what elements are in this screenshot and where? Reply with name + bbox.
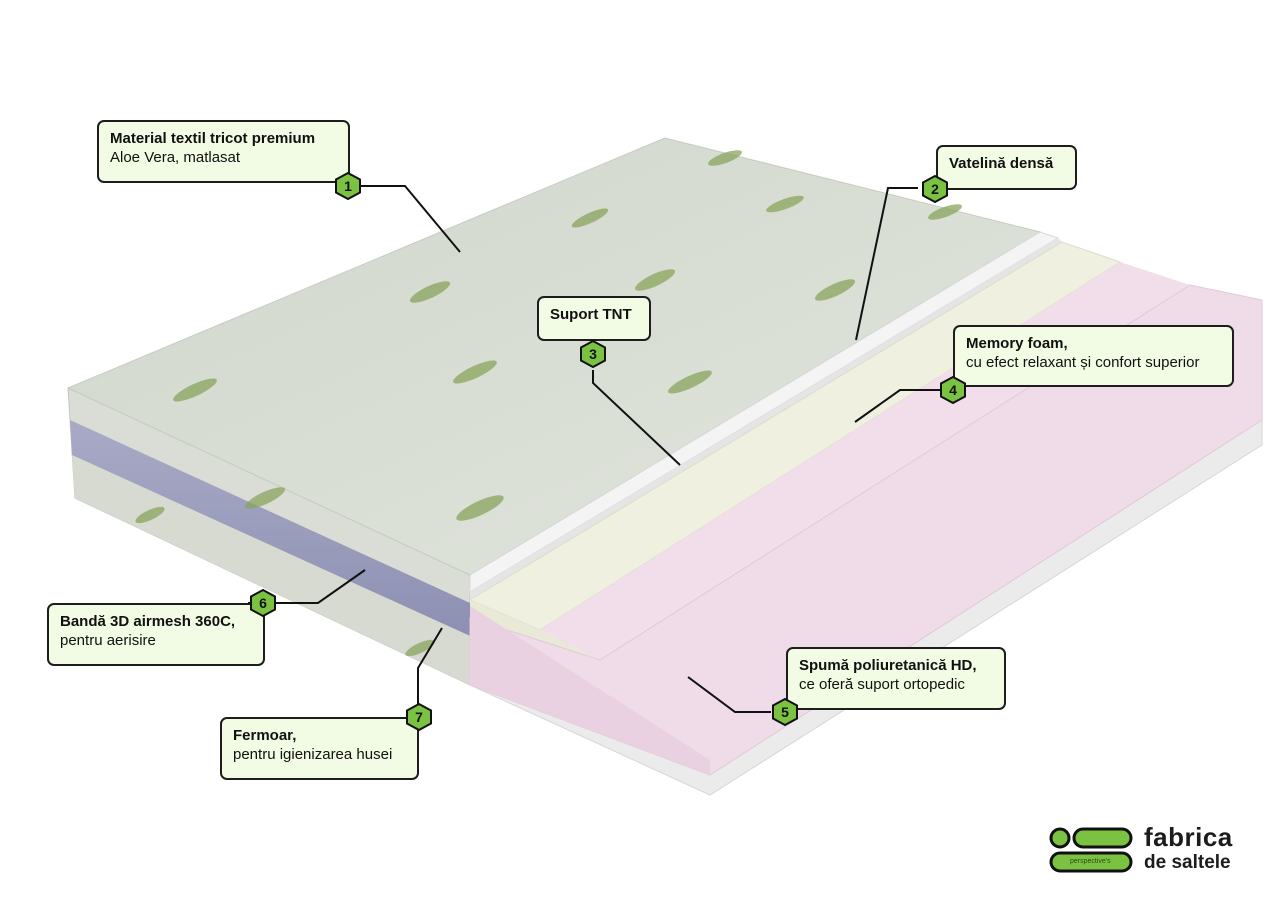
logo-text-de-saltele: de saltele bbox=[1144, 852, 1231, 873]
callout-subtitle: pentru igienizarea husei bbox=[233, 746, 393, 763]
callout-title: Memory foam, bbox=[966, 335, 1068, 352]
number-badge-5: 5 bbox=[771, 698, 799, 726]
callout-subtitle: ce oferă suport ortopedic bbox=[799, 676, 965, 693]
number-badge-7: 7 bbox=[405, 703, 433, 731]
callout-memory-foam: Memory foam, cu efect relaxant și confor… bbox=[953, 325, 1234, 387]
callout-title: Bandă 3D airmesh 360C, bbox=[60, 613, 236, 630]
number-badge-6: 6 bbox=[249, 589, 277, 617]
hd-foam-side bbox=[470, 606, 710, 775]
callout-cover-fabric: Material textil tricot premium Aloe Vera… bbox=[97, 120, 350, 183]
batting-strip bbox=[470, 238, 1062, 600]
logo-tagline: perspective's bbox=[1070, 858, 1111, 865]
callout-tnt-support: Suport TNT bbox=[537, 296, 651, 341]
callout-title: Fermoar, bbox=[233, 727, 297, 744]
callout-zipper: Fermoar, pentru igienizarea husei bbox=[220, 717, 419, 780]
airmesh-band bbox=[70, 420, 470, 636]
logo-text-fabrica: fabrica bbox=[1144, 822, 1233, 852]
number-badge-3: 3 bbox=[579, 340, 607, 368]
callout-subtitle: cu efect relaxant și confort superior bbox=[966, 354, 1200, 371]
callout-airmesh: Bandă 3D airmesh 360C, pentru aerisire bbox=[47, 603, 265, 666]
memory-foam-front bbox=[470, 600, 600, 660]
callout-subtitle: pentru aerisire bbox=[60, 632, 156, 649]
callout-hd-foam: Spumă poliuretanică HD, ce oferă suport … bbox=[786, 647, 1006, 710]
number-badge-1: 1 bbox=[334, 172, 362, 200]
callout-title: Spumă poliuretanică HD, bbox=[799, 657, 977, 674]
aloe-pattern bbox=[135, 150, 963, 657]
callout-title: Material textil tricot premium bbox=[110, 130, 316, 147]
number-badge-2: 2 bbox=[921, 175, 949, 203]
callout-batting: Vatelină densă bbox=[936, 145, 1077, 190]
number-badge-4: 4 bbox=[939, 376, 967, 404]
callout-title: Vatelină densă bbox=[949, 155, 1054, 172]
callout-title: Suport TNT bbox=[550, 306, 632, 323]
callout-subtitle: Aloe Vera, matlasat bbox=[110, 149, 241, 166]
brand-logo-icon bbox=[1049, 827, 1133, 873]
cover-left-bottom-strip bbox=[72, 455, 470, 685]
